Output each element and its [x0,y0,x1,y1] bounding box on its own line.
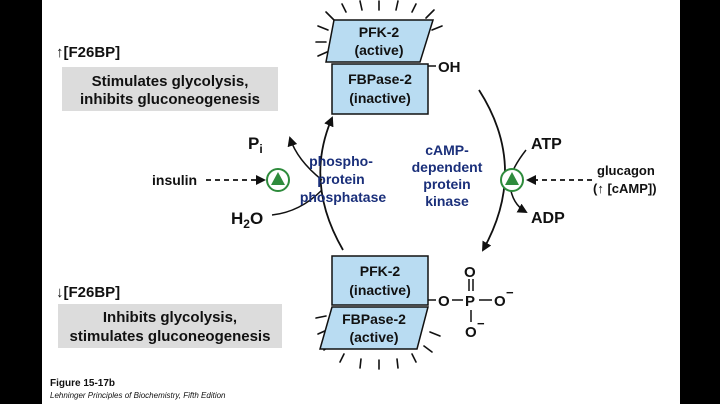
phosphate-o-bottom: O [465,324,477,341]
insulin-stimulation-icon [266,168,290,192]
effect-top-line1: Stimulates glycolysis, [92,73,249,90]
effect-box-top [62,67,278,111]
pfk2-state-bottom: (inactive) [349,282,410,298]
glucagon-label: glucagon [597,163,655,178]
kinase-line2: dependent [412,159,483,175]
regulation-diagram: PFK-2 (active) FBPase-2 (inactive) OH PF… [56,0,657,370]
fbpase2-state-top: (inactive) [349,90,410,106]
camp-label: (↑ [cAMP]) [593,181,657,196]
adp-label: ADP [531,210,565,227]
atp-label: ATP [531,136,562,153]
pfk2-state-top: (active) [354,42,403,58]
phosphorus-label: P [465,293,475,310]
figure-number: Figure 15-17b [50,378,116,389]
fbpase2-state-bottom: (active) [349,329,398,345]
fbpase2-label-top: FBPase-2 [348,71,412,87]
phosphate-o-right: O [494,293,506,310]
charge-minus-right: − [506,285,514,300]
dephosphorylation-arrow [319,116,344,251]
charge-minus-bottom: − [477,316,485,331]
f26bp-low-indicator: ↓[F26BP] [56,284,120,301]
phosphatase-line1: phospho- [309,153,373,169]
figure-panel: PFK-2 (active) FBPase-2 (inactive) OH PF… [42,0,680,404]
phosphate-group: O P O O − O − [428,264,514,341]
fbpase2-inactive-box [331,63,429,115]
pfk2-inactive-box [331,255,429,306]
pfk2-active-box [325,19,435,63]
fbpase2-label-bottom: FBPase-2 [342,311,406,327]
glucagon-stimulation-icon [500,168,524,192]
effect-top-line2: inhibits gluconeogenesis [80,91,260,108]
fbpase2-active-box [319,306,429,350]
effect-box-bottom [58,304,282,348]
figure-source: Lehninger Principles of Biochemistry, Fi… [50,391,226,400]
activity-rays-top [315,0,443,57]
kinase-line3: protein [423,176,470,192]
bifunctional-enzyme-top: PFK-2 (active) FBPase-2 (inactive) OH [325,19,461,115]
kinase-line4: kinase [425,193,469,209]
phosphorylation-arrow [478,89,506,252]
f26bp-high-indicator: ↑[F26BP] [56,44,120,61]
effect-bottom-line2: stimulates gluconeogenesis [70,328,271,345]
bifunctional-enzyme-bottom: PFK-2 (inactive) FBPase-2 (active) [319,255,429,350]
pfk2-label-top: PFK-2 [359,24,400,40]
water-uptake-curve [271,189,323,216]
pi-release-arrow [287,136,323,181]
phosphatase-line2: protein [317,171,364,187]
water-label: H2O [231,209,263,231]
pfk2-label-bottom: PFK-2 [360,263,401,279]
phosphate-o-link: O [438,293,450,310]
hydroxyl-label: OH [438,59,461,76]
insulin-label: insulin [152,172,197,188]
phosphatase-line3: phosphatase [300,189,387,205]
pi-label: Pi [248,134,263,156]
kinase-line1: cAMP- [425,142,469,158]
phosphate-o-top: O [464,264,476,281]
effect-bottom-line1: Inhibits glycolysis, [103,309,237,326]
